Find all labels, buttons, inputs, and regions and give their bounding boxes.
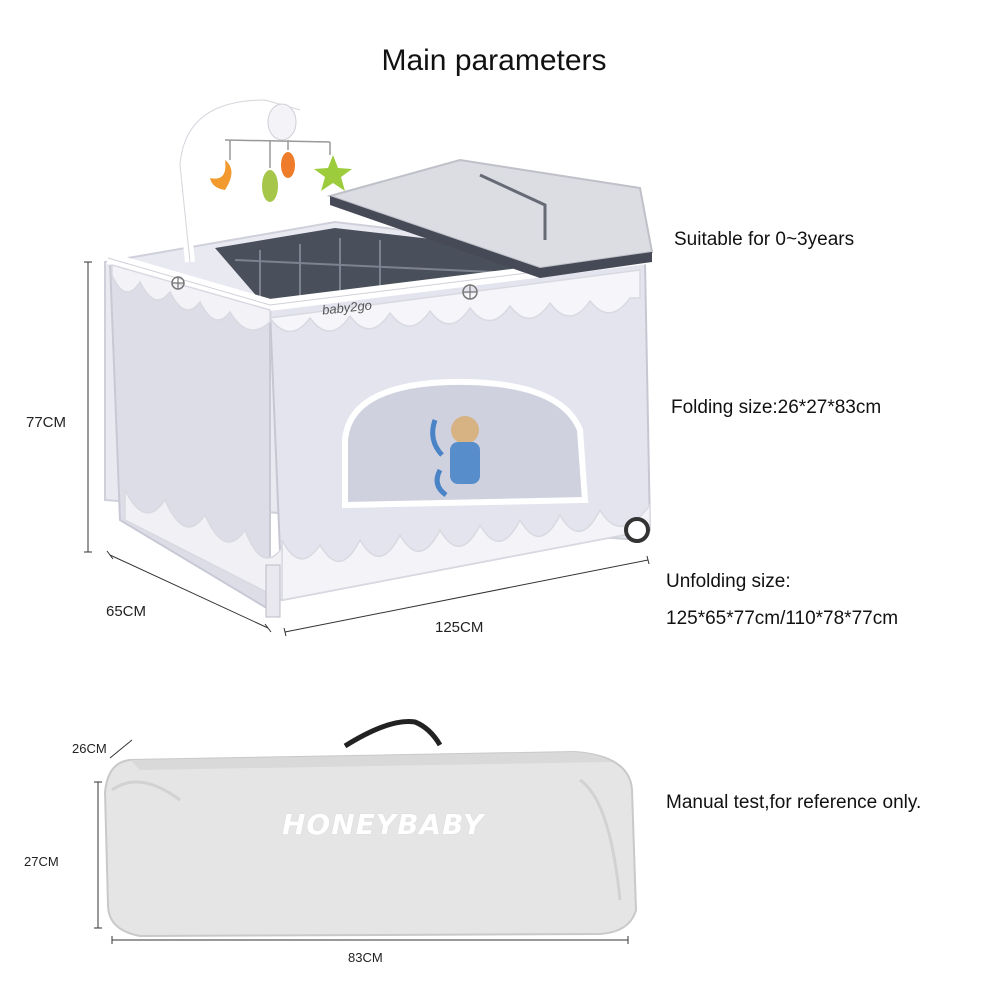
carry-bag-image xyxy=(103,719,638,938)
spec-unfolding-label: Unfolding size: xyxy=(666,571,791,592)
bag-length-label: 83CM xyxy=(348,950,383,965)
crib-dimension-lines xyxy=(84,261,650,637)
spec-note: Manual test,for reference only. xyxy=(666,792,922,813)
bag-dimension-lines xyxy=(94,739,629,944)
crib-height-label: 77CM xyxy=(26,414,67,431)
bag-height-label: 27CM xyxy=(24,854,59,869)
spec-folding-size: Folding size:26*27*83cm xyxy=(671,397,882,418)
spec-age: Suitable for 0~3years xyxy=(674,229,855,250)
spec-unfolding-value: 125*65*77cm/110*78*77cm xyxy=(666,608,899,629)
bag-brand-label: HONEYBABY xyxy=(282,808,485,841)
crib-length-label: 125CM xyxy=(435,619,484,636)
crib-depth-label: 65CM xyxy=(106,603,147,620)
page-title: Main parameters xyxy=(381,44,607,77)
travel-crib-image xyxy=(104,94,654,618)
bag-depth-label: 26CM xyxy=(72,741,107,756)
